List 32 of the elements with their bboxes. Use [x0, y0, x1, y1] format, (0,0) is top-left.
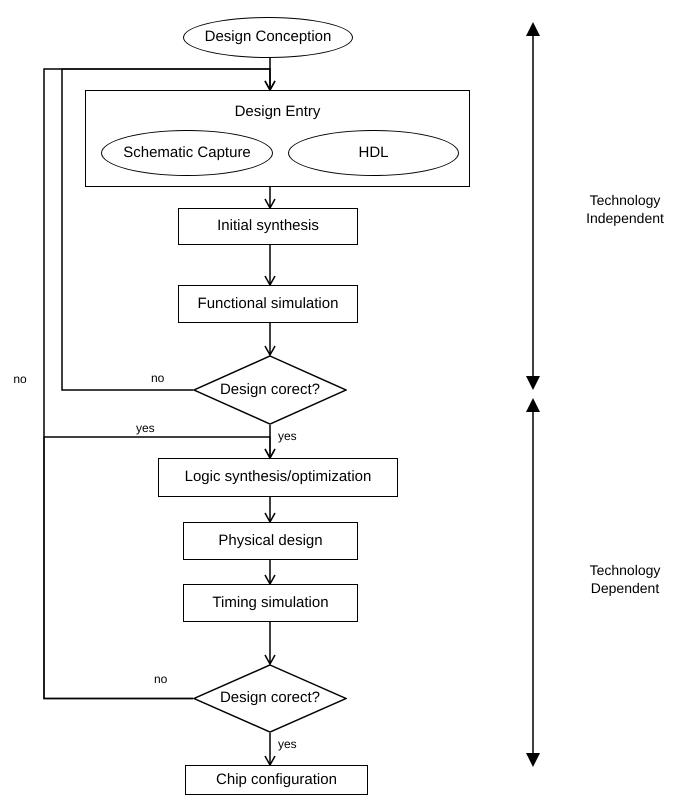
- group-box: [85, 90, 470, 187]
- node-label: Schematic Capture: [123, 144, 251, 162]
- process-box: [183, 522, 358, 560]
- node-label: Initial synthesis: [217, 217, 319, 236]
- node-label: Logic synthesis/optimization: [184, 468, 372, 487]
- phase-label: Technology Dependent: [588, 562, 662, 597]
- arrow: [264, 245, 276, 286]
- node-label: HDL: [358, 144, 388, 162]
- node-label: Design corect?: [220, 689, 320, 708]
- arrow: [264, 497, 276, 523]
- node-label: Design corect?: [220, 380, 320, 400]
- phase-label: Technology Independent: [585, 192, 665, 227]
- arrow: [264, 560, 276, 585]
- node-label: Functional simulation: [198, 294, 338, 314]
- node-label: Timing simulation: [212, 594, 329, 612]
- decision-diamond: [193, 355, 347, 425]
- arrow: [264, 622, 276, 665]
- arrow: [264, 323, 276, 356]
- decision-diamond: [193, 664, 347, 733]
- process-box: [178, 208, 358, 245]
- node-label: Physical design: [218, 532, 323, 550]
- process-box: [183, 584, 358, 622]
- process-box: [185, 765, 368, 795]
- node-label: Design Entry: [234, 103, 320, 122]
- node-label: Chip configuration: [216, 770, 337, 790]
- arrow: [43, 436, 276, 700]
- side-label: no: [12, 372, 28, 387]
- arrow: [264, 733, 276, 766]
- arrow: [264, 187, 276, 209]
- process-box: [158, 458, 398, 497]
- node-label: Design Conception: [204, 28, 332, 47]
- process-box: [178, 285, 358, 323]
